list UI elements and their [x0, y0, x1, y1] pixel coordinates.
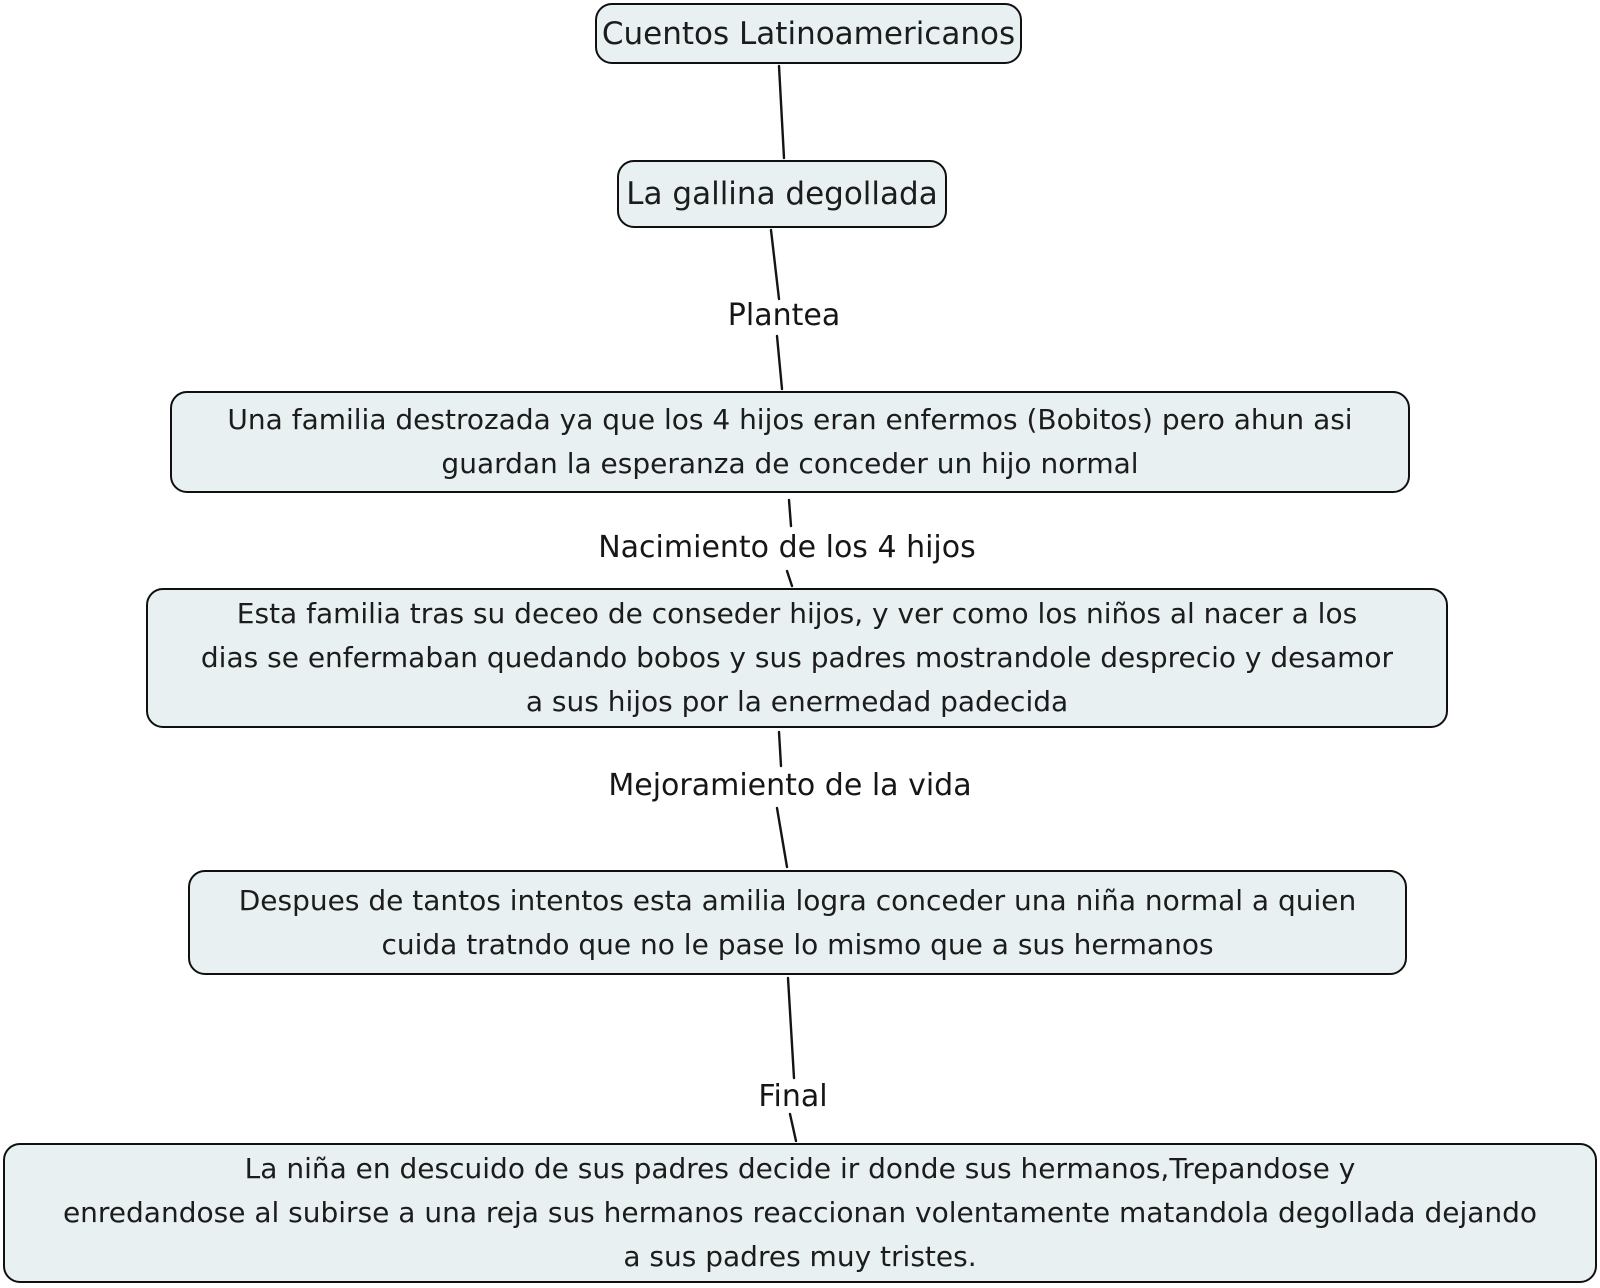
- connector-segment-plantea-nacimiento-label: [787, 498, 793, 528]
- node-mejoramiento-description[interactable]: Despues de tantos intentos esta amilia l…: [188, 870, 1407, 975]
- link-label-final[interactable]: Final: [758, 1079, 828, 1114]
- link-label-plantea[interactable]: Plantea: [727, 298, 841, 333]
- node-final-description[interactable]: La niña en descuido de sus padres decide…: [3, 1143, 1597, 1283]
- node-la-gallina-degollada[interactable]: La gallina degollada: [617, 160, 947, 228]
- connector-segment-nacimiento-mejoramiento-label: [777, 730, 783, 768]
- node-plantea-description[interactable]: Una familia destrozada ya que los 4 hijo…: [170, 391, 1410, 493]
- connector-segment-plantea-label-box: [775, 334, 784, 391]
- link-label-nacimiento-de-los-4-hijos[interactable]: Nacimiento de los 4 hijos: [598, 530, 976, 565]
- connector-segment-mejoramiento-final-label: [786, 976, 796, 1080]
- connector-segment-final-label-box: [788, 1112, 798, 1143]
- node-cuentos-latinoamericanos[interactable]: Cuentos Latinoamericanos: [595, 3, 1022, 64]
- connector-segment-root-story: [777, 64, 786, 160]
- connector-segment-nacimiento-label-box: [785, 569, 794, 588]
- connector-segment-story-plantea-label: [769, 228, 781, 301]
- node-nacimiento-description[interactable]: Esta familia tras su deceo de conseder h…: [146, 588, 1448, 728]
- connector-segment-mejoramiento-label-box: [775, 806, 789, 869]
- link-label-mejoramiento-de-la-vida[interactable]: Mejoramiento de la vida: [608, 768, 972, 803]
